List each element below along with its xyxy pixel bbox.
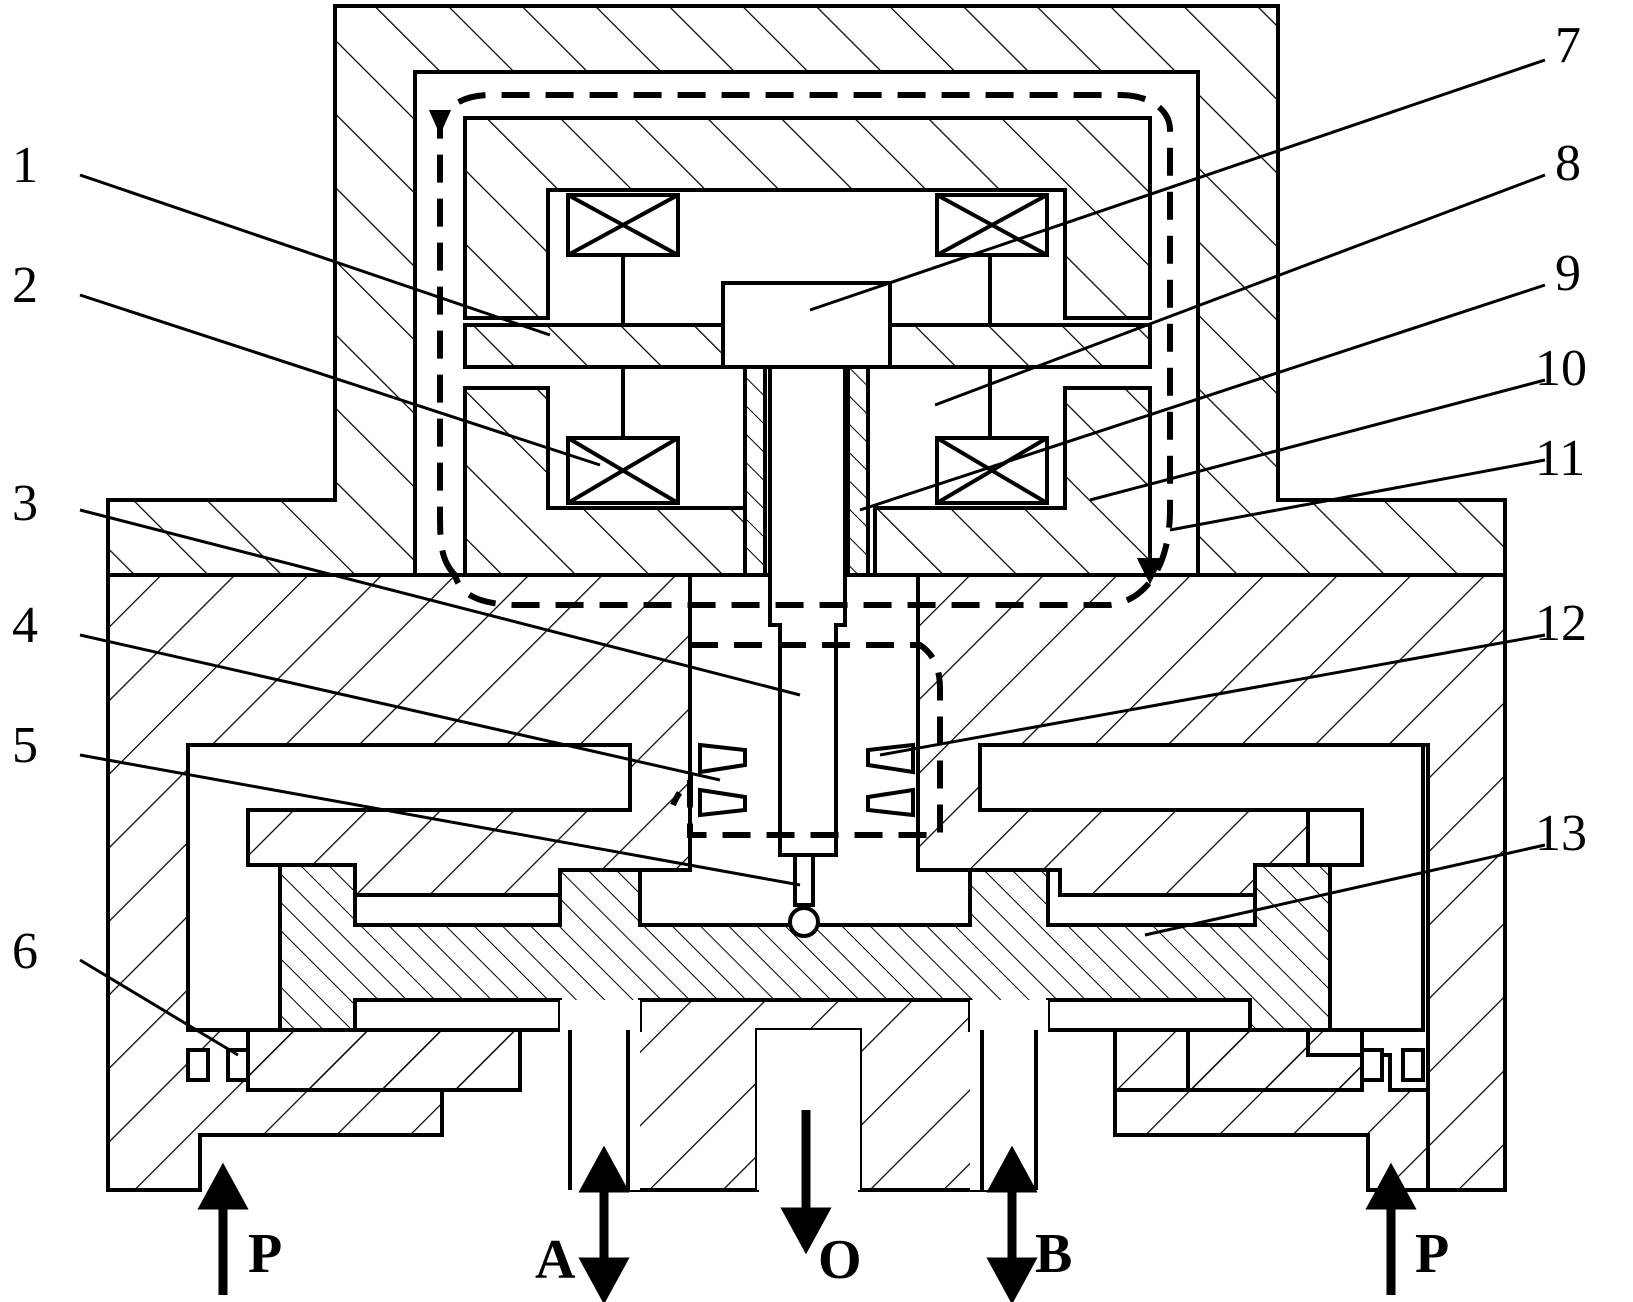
port-label-p-right: P <box>1415 1223 1449 1285</box>
port-label-b: B <box>1035 1223 1072 1285</box>
arrow-a-up <box>578 1145 630 1193</box>
leader-3 <box>79 508 801 697</box>
right-nozzle <box>866 742 915 818</box>
part-label-9: 9 <box>1555 245 1581 302</box>
part-label-11: 11 <box>1535 430 1585 487</box>
right-pressure-passage <box>978 743 1425 1032</box>
port-b-channel <box>970 1000 1048 1190</box>
part-label-7: 7 <box>1555 17 1581 74</box>
port-label-p-left: P <box>248 1223 282 1285</box>
leader-4 <box>79 633 721 782</box>
armature-right <box>888 323 1152 369</box>
upper-pole-piece <box>463 116 1152 320</box>
coil-lower-right <box>935 436 1049 505</box>
arrow-b-down <box>986 1257 1038 1302</box>
part-label-8: 8 <box>1555 135 1581 192</box>
flapper-rod <box>768 365 847 857</box>
part-label-10: 10 <box>1535 340 1587 397</box>
right-end-chamber <box>1113 1028 1364 1092</box>
part-label-4: 4 <box>12 597 38 654</box>
armature-left <box>463 323 725 369</box>
leader-5 <box>79 753 801 887</box>
part-label-12: 12 <box>1535 595 1587 652</box>
part-label-6: 6 <box>12 923 38 980</box>
left-pressure-passage <box>186 743 632 1032</box>
leader-7 <box>809 58 1546 312</box>
feedback-spring <box>793 853 815 907</box>
part-label-1: 1 <box>12 137 38 194</box>
part-label-5: 5 <box>12 717 38 774</box>
left-nozzle <box>698 742 747 818</box>
port-label-a: A <box>535 1229 576 1291</box>
leader-8 <box>934 173 1546 407</box>
flexure-tube-right <box>846 365 870 577</box>
arrow-o-down <box>780 1207 832 1255</box>
part-label-13: 13 <box>1535 805 1587 862</box>
leader-9 <box>859 283 1546 512</box>
feedback-ball <box>788 906 820 938</box>
coil-upper-left <box>566 193 680 257</box>
right-orifice-outer <box>1401 1048 1425 1082</box>
right-orifice-inner <box>1360 1048 1384 1082</box>
leader-11 <box>1169 458 1546 532</box>
nozzle-flux-loop <box>670 642 943 838</box>
arrow-b-up <box>986 1145 1038 1193</box>
left-orifice-outer <box>186 1048 210 1082</box>
leader-10 <box>1089 378 1546 502</box>
coil-upper-right <box>935 193 1049 257</box>
arrow-a-down <box>578 1257 630 1302</box>
leader-13 <box>1144 843 1546 937</box>
arrow-p-right <box>1365 1162 1417 1210</box>
leader-2 <box>79 293 601 467</box>
coil-lower-left <box>566 436 680 505</box>
port-label-o: O <box>818 1229 862 1291</box>
left-orifice-inner <box>226 1048 250 1082</box>
arrow-p-left <box>197 1162 249 1210</box>
magnetic-flux-loop <box>437 92 1173 608</box>
leader-1 <box>79 173 551 337</box>
left-end-chamber <box>246 1028 522 1092</box>
part-label-2: 2 <box>12 257 38 314</box>
leader-12 <box>879 633 1546 757</box>
port-a-channel <box>560 1000 640 1190</box>
leader-6 <box>79 958 239 1057</box>
flexure-tube-left <box>743 365 767 577</box>
part-label-3: 3 <box>12 475 38 532</box>
armature-center-block <box>721 281 892 369</box>
